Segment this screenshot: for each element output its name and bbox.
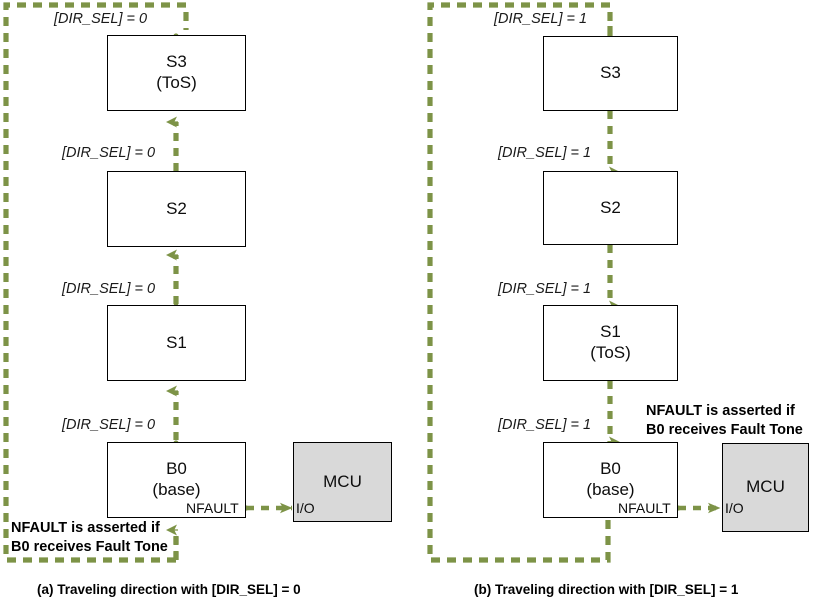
panel-b-node-s2[interactable]: S2 [543,171,678,245]
panel-b-nfault-label: NFAULT [618,500,671,516]
panel-a-cond-s2-s3: [DIR_SEL] = 0 [62,145,156,161]
panel-a-node-mcu[interactable]: MCU [293,442,392,522]
panel-a-node-b0-line2: (base) [152,480,201,499]
panel-a-node-mcu-line1: MCU [323,471,362,491]
panel-b-cond-s3-s2: [DIR_SEL] = 1 [498,145,592,161]
panel-b-mcu-io-label: I/O [725,500,744,516]
panel-a-node-b0[interactable]: B0 (base) [107,442,246,518]
panel-a-node-s1-line1: S1 [166,332,187,352]
panel-b-node-b0-line1: B0 [600,459,621,479]
panel-b-node-b0-line2: (base) [586,480,635,499]
panel-a-node-s2[interactable]: S2 [107,171,246,247]
panel-a-cond-top: [DIR_SEL] = 0 [54,11,148,27]
panel-a-cond-b0-s1: [DIR_SEL] = 0 [62,417,156,433]
panel-b-caption: (b) Traveling direction with [DIR_SEL] =… [474,582,739,597]
panel-b-cond-s1-b0: [DIR_SEL] = 1 [498,417,592,433]
panel-a-nfault-note-line1: NFAULT is asserted if [11,520,160,536]
panel-b-node-mcu[interactable]: MCU [722,443,809,532]
panel-a-nfault-note-line2: B0 receives Fault Tone [11,539,168,556]
panel-a-node-s3-line1: S3 [166,52,187,72]
panel-b-nfault-note-line1: NFAULT is asserted if [646,403,795,419]
panel-b-cond-top: [DIR_SEL] = 1 [494,11,588,27]
panel-a-nfault-arrow [243,502,293,514]
panel-a-cond-s1-s2: [DIR_SEL] = 0 [62,281,156,297]
panel-a-node-s1[interactable]: S1 [107,305,246,381]
panel-b-node-s3[interactable]: S3 [543,36,678,111]
panel-a-mcu-io-label: I/O [296,500,315,516]
panel-a-node-s3-line2: (ToS) [156,73,197,92]
panel-a-nfault-note: NFAULT is asserted if B0 receives Fault … [11,519,168,557]
panel-b-node-s1-line2: (ToS) [590,343,631,362]
panel-a-node-s2-line1: S2 [166,198,187,218]
panel-a-nfault-label: NFAULT [186,500,239,516]
panel-b-node-s3-line1: S3 [600,63,621,83]
panel-b-nfault-arrow [675,502,721,514]
panel-b-cond-s2-s1: [DIR_SEL] = 1 [498,281,592,297]
panel-b-nfault-note: NFAULT is asserted if B0 receives Fault … [646,402,803,440]
panel-b-node-s2-line1: S2 [600,197,621,217]
panel-a-caption: (a) Traveling direction with [DIR_SEL] =… [37,582,301,597]
panel-b-node-s1-line1: S1 [600,322,621,342]
panel-b-node-mcu-line1: MCU [746,477,785,497]
panel-b-node-b0[interactable]: B0 (base) [543,442,678,518]
panel-a-node-s3[interactable]: S3 (ToS) [107,35,246,111]
panel-a-node-b0-line1: B0 [166,459,187,479]
panel-b-node-s1[interactable]: S1 (ToS) [543,305,678,381]
panel-b-nfault-note-line2: B0 receives Fault Tone [646,422,803,439]
